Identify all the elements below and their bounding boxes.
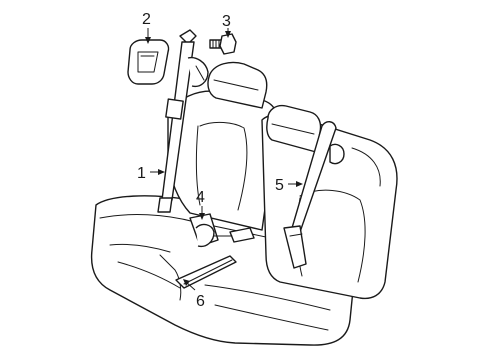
anchor-bolt bbox=[209, 33, 237, 55]
callout-2: 2 bbox=[142, 11, 151, 28]
seat-belt-right bbox=[283, 121, 345, 269]
seat-belt-left bbox=[157, 29, 209, 213]
callout-5: 5 bbox=[275, 177, 284, 194]
callout-4: 4 bbox=[196, 189, 205, 206]
callout-6: 6 bbox=[196, 293, 205, 310]
callout-1: 1 bbox=[137, 165, 146, 182]
belt-guide-bezel bbox=[127, 39, 170, 85]
headrest-left bbox=[207, 61, 268, 109]
callout-leaders bbox=[145, 28, 303, 291]
callout-3: 3 bbox=[222, 13, 231, 30]
headrest-right bbox=[266, 104, 322, 153]
buckle-strap bbox=[175, 255, 237, 289]
